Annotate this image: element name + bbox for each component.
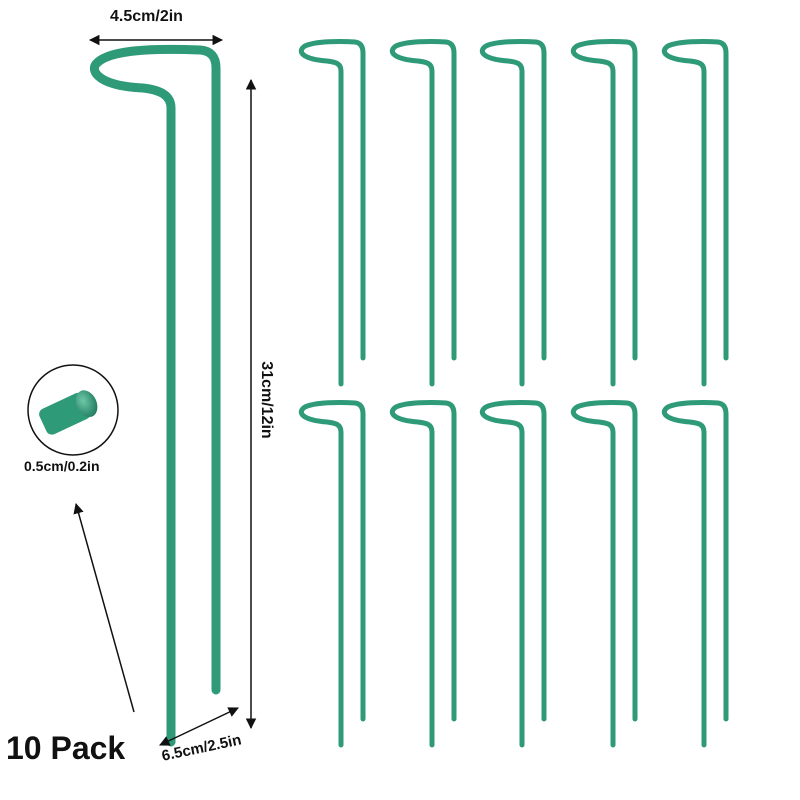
small-stakes-grid — [298, 39, 729, 748]
small-stake — [389, 39, 457, 387]
width-dimension-label: 4.5cm/2in — [110, 8, 183, 25]
small-stake — [298, 400, 366, 748]
small-stake — [661, 39, 729, 387]
base-dimension-line — [159, 707, 239, 746]
small-stake — [479, 39, 547, 387]
wire-thickness-label: 0.5cm/0.2in — [24, 458, 100, 474]
small-stake — [570, 39, 638, 387]
pack-count-label: 10 Pack — [6, 730, 126, 766]
small-stake — [570, 400, 638, 748]
wire-tip-end — [75, 390, 98, 418]
height-dimension-label: 31cm/12in — [258, 361, 275, 439]
small-stake — [298, 39, 366, 387]
pointer-arrow — [73, 502, 135, 713]
large-stake — [90, 44, 221, 747]
small-stake — [389, 400, 457, 748]
wire-thickness-callout — [27, 364, 119, 456]
small-stake — [479, 400, 547, 748]
small-stake — [661, 400, 729, 748]
